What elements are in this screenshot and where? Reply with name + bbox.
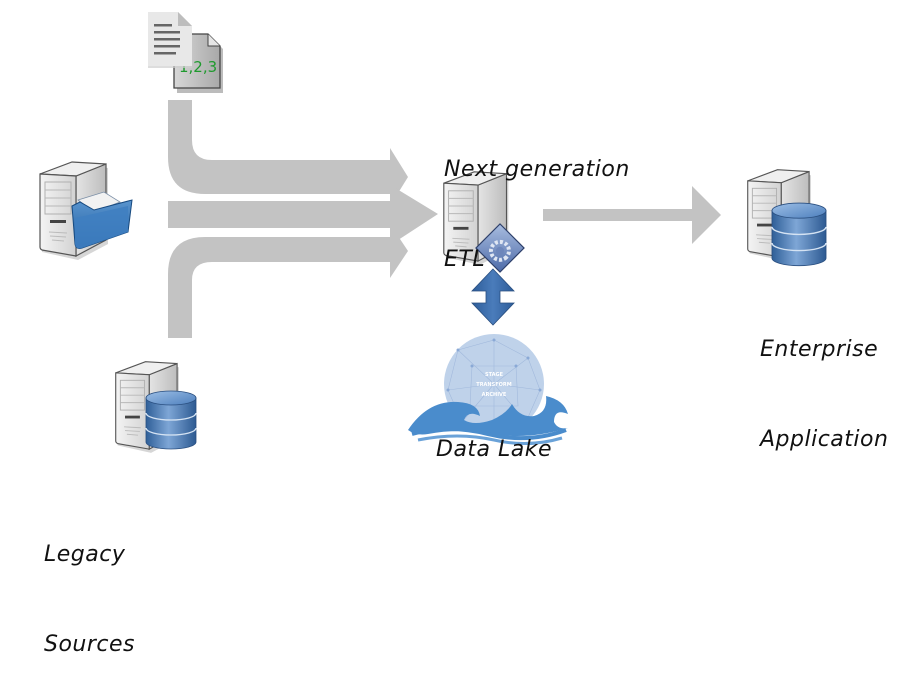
etl-label: Next generation ETL — [444, 95, 630, 305]
legacy-database-server-icon — [115, 361, 197, 454]
etl-server-gear-icon — [443, 171, 525, 273]
file-server-icon — [39, 161, 133, 261]
enterprise-label: Enterprise Application — [760, 275, 888, 485]
lake-text-transform: TRANSFORM — [476, 382, 511, 388]
lake-text-stage: STAGE — [485, 372, 504, 378]
enterprise-label-line1: Enterprise — [760, 337, 879, 362]
bidirectional-arrow-icon — [471, 268, 515, 326]
legacy-sources-label: Legacy Sources — [44, 480, 135, 690]
data-lake-icon: STAGE TRANSFORM ARCHIVE — [408, 334, 568, 446]
etl-label-line1: Next generation — [444, 157, 630, 182]
legacy-label-line2: Sources — [44, 632, 136, 657]
arrow-files-to-etl — [168, 186, 438, 244]
arrow-etl-to-enterprise — [543, 186, 721, 244]
data-lake-label: Data Lake — [436, 437, 553, 462]
lake-text-archive: ARCHIVE — [482, 392, 507, 398]
etl-label-line2: ETL — [444, 247, 486, 272]
documents-csv-icon: 1,2,3 — [148, 12, 223, 93]
arrow-documents-to-etl — [168, 100, 408, 206]
enterprise-database-server-icon — [747, 169, 827, 267]
enterprise-label-line2: Application — [760, 427, 889, 452]
arrow-legacy-to-etl — [168, 224, 408, 338]
etl-diagram: 1,2,3 — [39, 12, 827, 454]
legacy-label-line1: Legacy — [44, 542, 126, 567]
